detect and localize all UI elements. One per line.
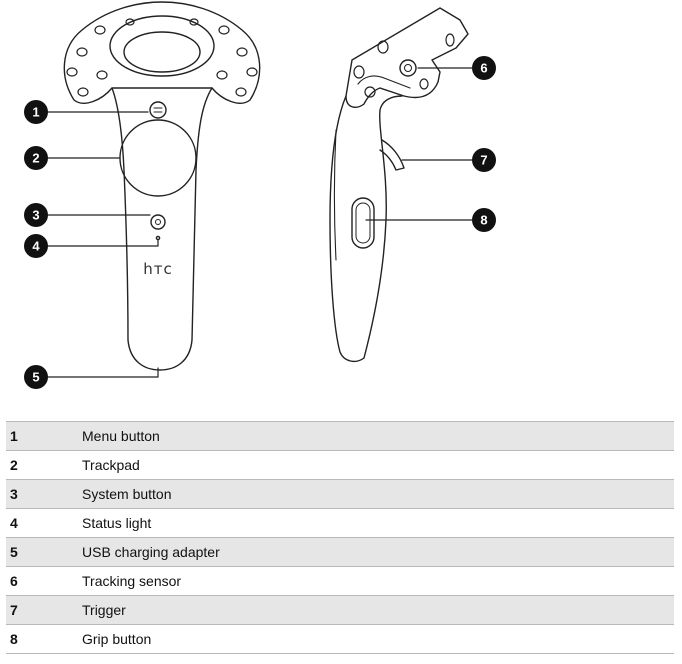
side-handle-body	[329, 95, 403, 363]
side-view-controller	[329, 7, 469, 363]
table-row: 6 Tracking sensor	[6, 566, 674, 596]
callout-5: 5	[24, 365, 48, 389]
svg-text:6: 6	[480, 61, 487, 76]
table-row: 8 Grip button	[6, 624, 674, 654]
trigger-shape	[379, 139, 405, 171]
table-row: 1 Menu button	[6, 421, 674, 451]
svg-text:3: 3	[32, 208, 39, 223]
callout-7: 7	[472, 148, 496, 172]
tracking-ring-opening	[109, 15, 215, 77]
grip-button-shape	[351, 197, 375, 249]
front-view-controller	[63, 1, 261, 371]
svg-text:1: 1	[32, 105, 39, 120]
svg-text:5: 5	[32, 370, 39, 385]
side-tracking-arm	[345, 7, 469, 108]
part-label: Trackpad	[82, 450, 674, 480]
status-light-shape	[155, 235, 161, 241]
callout-2: 2	[24, 146, 48, 170]
part-number: 5	[6, 537, 82, 567]
callout-8: 8	[472, 208, 496, 232]
table-row: 7 Trigger	[6, 595, 674, 625]
part-label: Status light	[82, 508, 674, 538]
part-label: USB charging adapter	[82, 537, 674, 567]
table-row: 4 Status light	[6, 508, 674, 538]
system-button-shape	[150, 214, 166, 230]
callout-4: 4	[24, 234, 48, 258]
part-label: Tracking sensor	[82, 566, 674, 596]
svg-text:7: 7	[480, 153, 487, 168]
tracking-sensor-dimples	[66, 18, 258, 97]
table-row: 2 Trackpad	[6, 450, 674, 480]
callout-1: 1	[24, 100, 48, 124]
callout-badges: 1 2 3 4 5 6 7 8	[24, 56, 496, 389]
part-number: 4	[6, 508, 82, 538]
callout-3: 3	[24, 203, 48, 227]
brand-logo-text: hтc	[143, 260, 173, 278]
part-number: 8	[6, 624, 82, 654]
part-number: 2	[6, 450, 82, 480]
table-row: 5 USB charging adapter	[6, 537, 674, 567]
tracking-ring-outer	[63, 1, 261, 104]
part-number: 6	[6, 566, 82, 596]
part-number: 3	[6, 479, 82, 509]
parts-legend-table: 1 Menu button 2 Trackpad 3 System button…	[6, 421, 674, 654]
part-label: Menu button	[82, 421, 674, 451]
part-label: Trigger	[82, 595, 674, 625]
svg-text:4: 4	[32, 239, 40, 254]
part-number: 7	[6, 595, 82, 625]
part-number: 1	[6, 421, 82, 451]
controller-diagram: hтc 1 2 3 4 5 6 7	[24, 1, 496, 389]
side-sensor-dimples	[353, 33, 455, 98]
leader-lines	[47, 67, 473, 378]
part-label: Grip button	[82, 624, 674, 654]
trackpad-shape	[119, 119, 197, 197]
menu-button-shape	[149, 101, 167, 119]
tracking-sensor-shape	[399, 59, 417, 77]
svg-text:8: 8	[480, 213, 487, 228]
svg-text:2: 2	[32, 151, 39, 166]
part-label: System button	[82, 479, 674, 509]
table-row: 3 System button	[6, 479, 674, 509]
handle-body	[111, 87, 213, 371]
callout-6: 6	[472, 56, 496, 80]
